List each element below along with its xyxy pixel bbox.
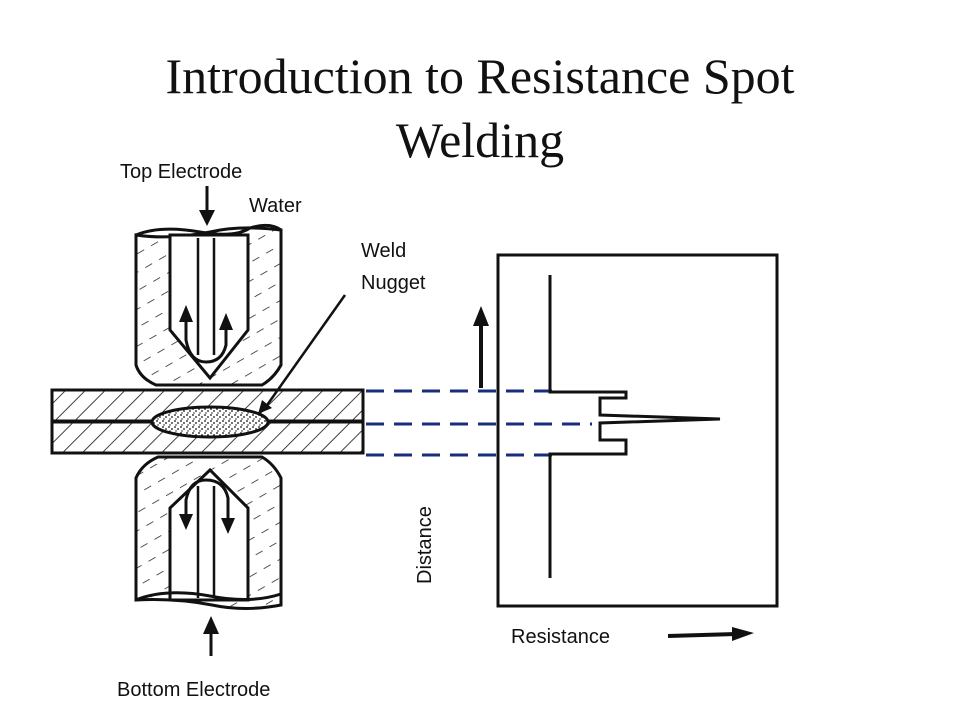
bottom-water-flow-arrow xyxy=(184,478,230,522)
slide-title: Introduction to Resistance Spot Welding xyxy=(0,44,960,172)
top-electrode-label: Top Electrode xyxy=(120,161,243,183)
top-electrode-water-channel xyxy=(168,233,250,381)
resistance-arrowhead xyxy=(732,627,754,641)
bottom-force-arrowhead xyxy=(203,616,219,634)
slide-title-line-1: Introduction to Resistance Spot xyxy=(165,48,795,104)
bottom-electrode xyxy=(134,455,283,656)
top-water-flow-arrow xyxy=(184,312,228,364)
plot-frame xyxy=(496,253,779,608)
bottom-water-arrowhead-left xyxy=(179,514,193,530)
resistance-profile xyxy=(496,253,779,608)
top-electrode-opening xyxy=(135,223,282,237)
weld-nugget-label-line-2: Nugget xyxy=(361,272,426,294)
workpiece-sheets xyxy=(50,388,365,455)
weld-nugget-leader-head xyxy=(258,400,272,414)
resistance-arrow-shaft xyxy=(667,632,737,638)
weld-nugget xyxy=(150,405,270,439)
water-label: Water xyxy=(249,195,302,217)
dashed-guides xyxy=(366,389,592,457)
top-water-arrowhead-right xyxy=(219,313,233,330)
bottom-electrode-label: Bottom Electrode xyxy=(117,679,271,701)
distance-axis-label: Distance xyxy=(414,506,436,584)
slide-title-line-2: Welding xyxy=(395,112,565,168)
resistance-curve xyxy=(548,275,721,578)
top-water-arrowhead-left xyxy=(179,305,193,322)
distance-arrowhead xyxy=(473,306,489,326)
weld-nugget-label-line-1: Weld xyxy=(361,240,407,262)
weld-nugget-leader xyxy=(263,294,347,409)
bottom-electrode-opening xyxy=(135,591,282,602)
top-electrode xyxy=(134,186,283,387)
top-force-arrowhead xyxy=(199,210,215,226)
resistance-axis-label: Resistance xyxy=(511,626,610,648)
bottom-water-arrowhead-right xyxy=(221,518,235,534)
